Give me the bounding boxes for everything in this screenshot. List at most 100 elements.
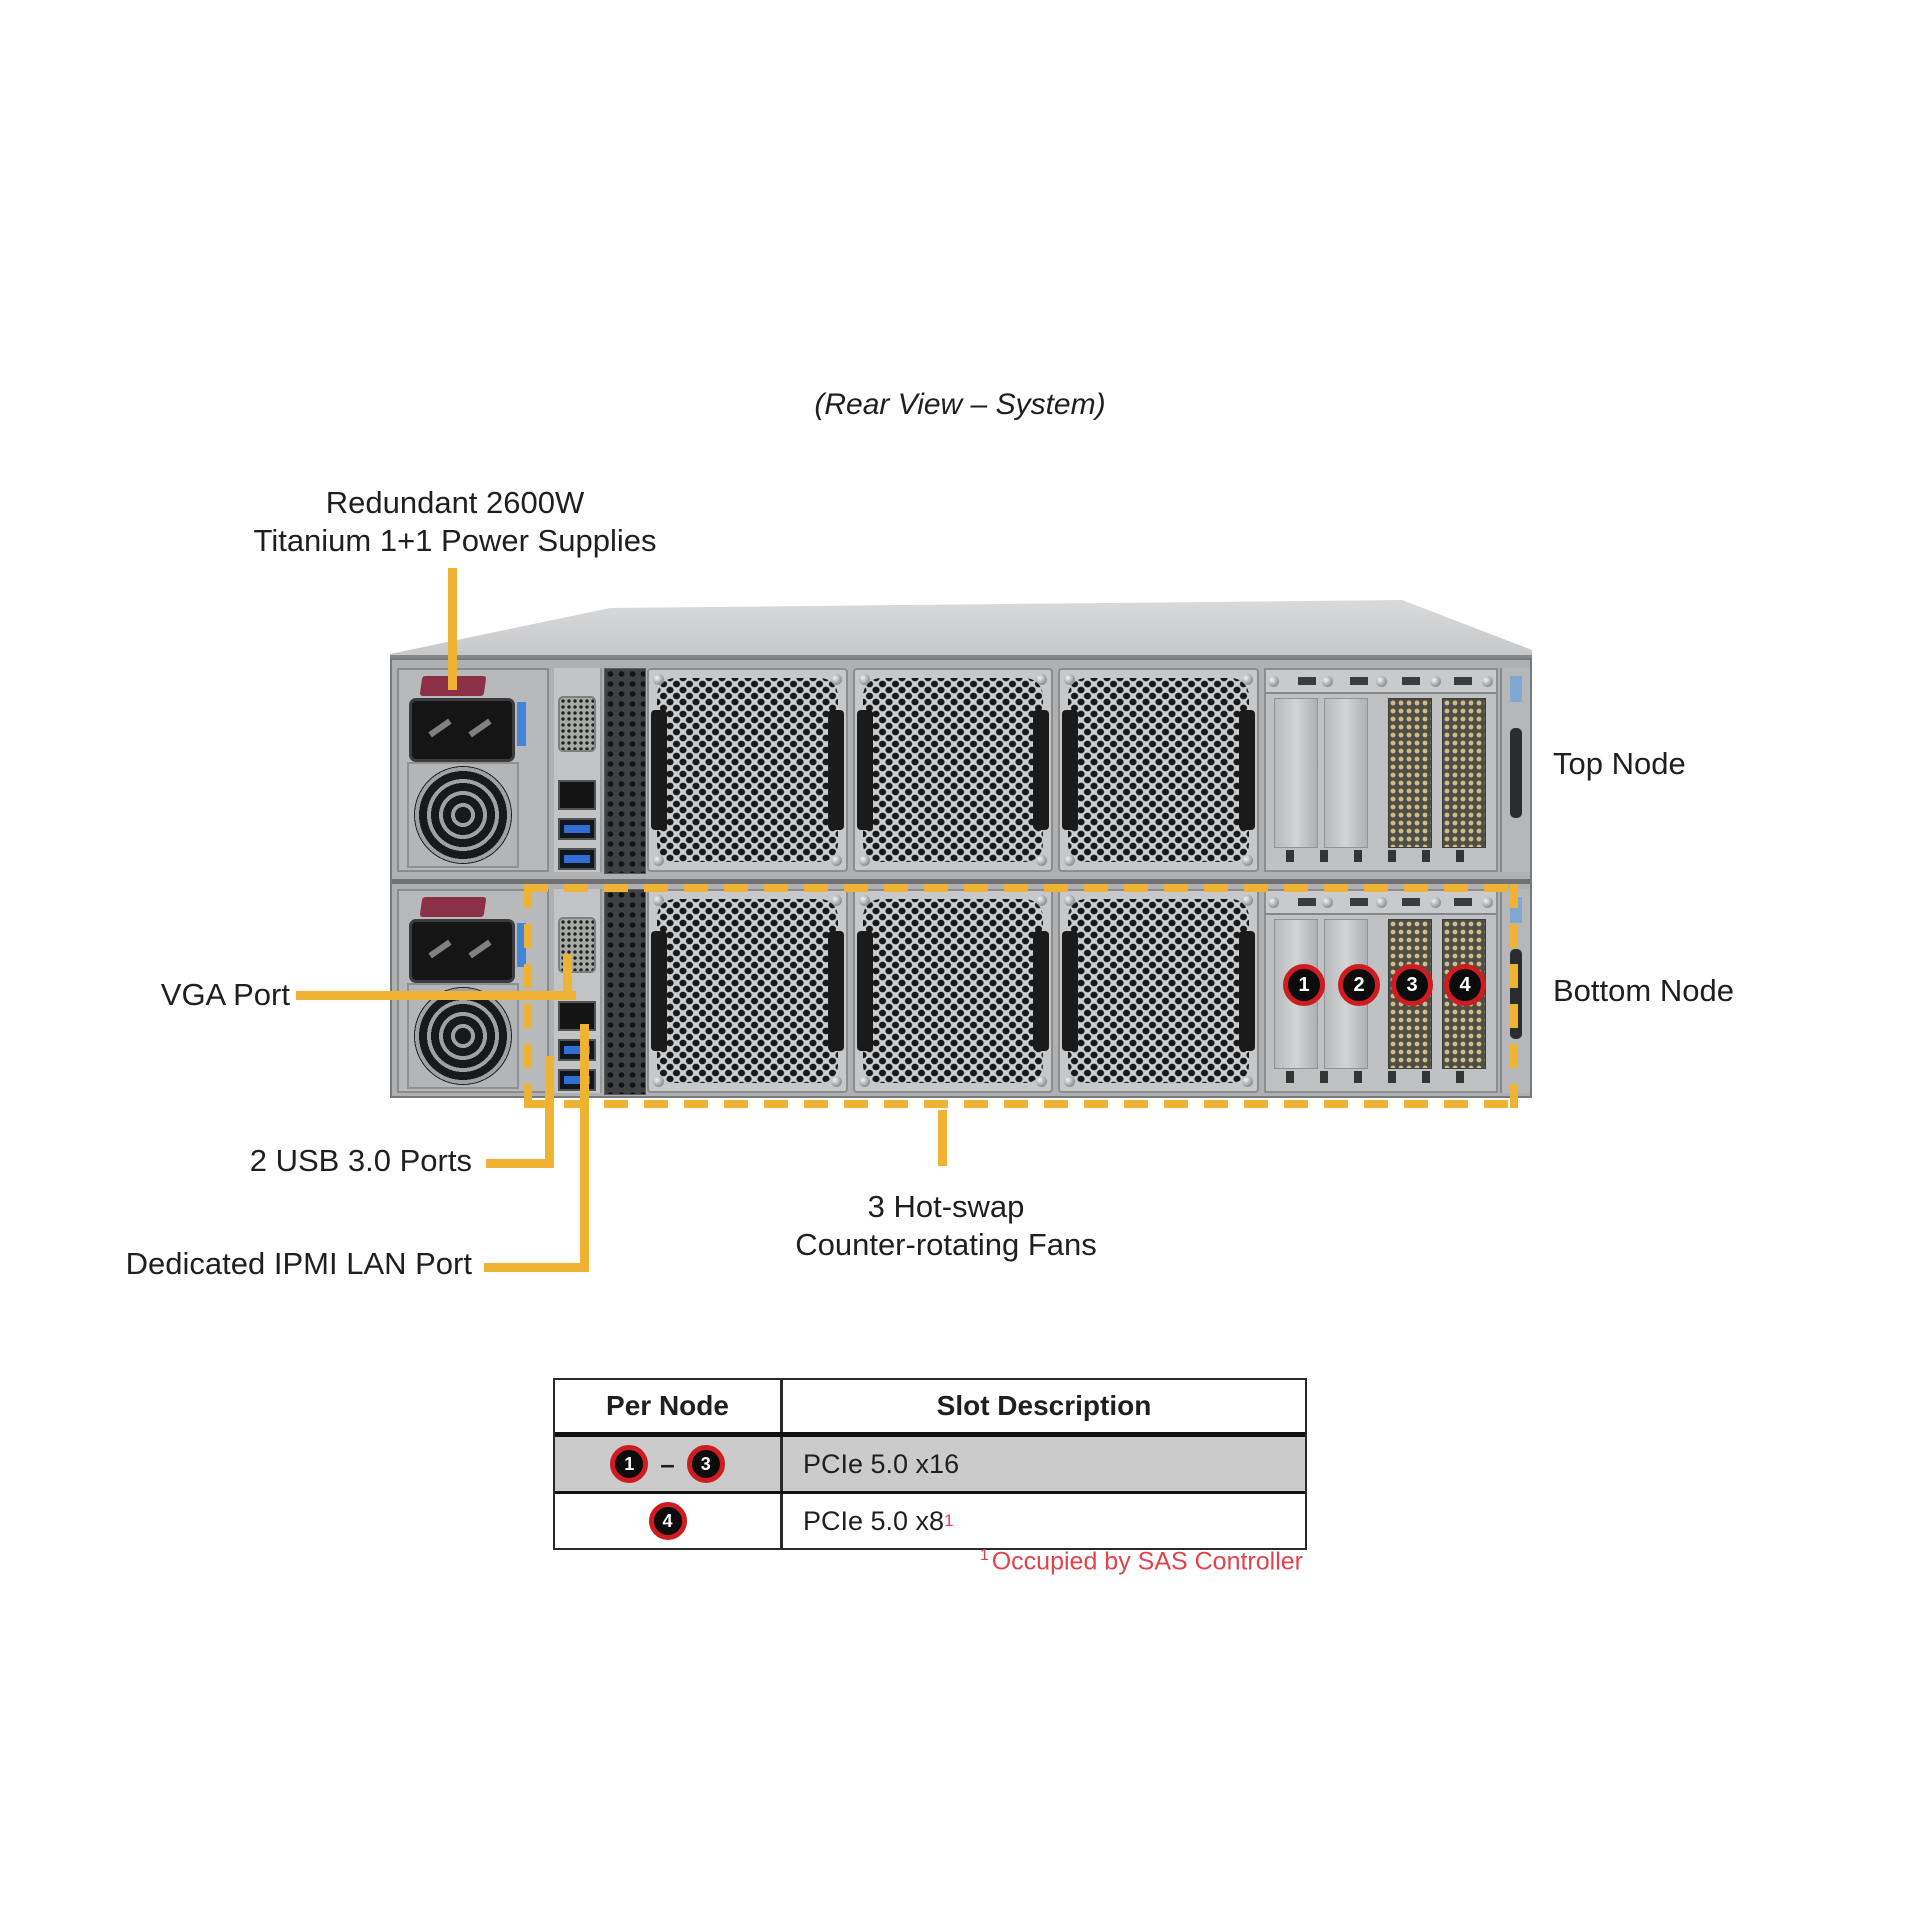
psu-callout-line1: Redundant 2600W [325, 485, 585, 520]
ipmi-lan-port [558, 1001, 596, 1031]
usb-port-2 [558, 1069, 596, 1091]
fan-module [1058, 668, 1260, 872]
bottom-node-outline-right [1510, 884, 1518, 1108]
slot-badge-1: 1 [610, 1445, 649, 1483]
chassis-lid [390, 600, 1532, 658]
fan-handle [1062, 931, 1079, 1051]
pcie-slot-cover-blank [1274, 698, 1318, 848]
ipmi-callout-line-h [484, 1263, 589, 1272]
slot-number-badge-2: 2 [1338, 964, 1380, 1006]
page-title: (Rear View – System) [814, 388, 1106, 421]
fan-handle [651, 710, 667, 830]
slot-number-badge-1: 1 [1283, 964, 1325, 1006]
bottom-node-label: Bottom Node [1553, 973, 1734, 1008]
slot-description-table: Per Node Slot Description 1 – 3 PCIe 5.0… [553, 1378, 1307, 1550]
fan-handle [1239, 710, 1256, 830]
psu-callout-line [448, 568, 457, 690]
table-cell-description: PCIe 5.0 x16 [803, 1448, 960, 1479]
rear-vent-strip [604, 668, 646, 874]
usb-callout-line-h [486, 1159, 554, 1168]
pcie-slot-cover-blank [1324, 698, 1368, 848]
psu-fan-grille [414, 766, 512, 864]
top-psu-module [397, 668, 549, 872]
rear-vent-strip [604, 889, 646, 1095]
fan-module [1058, 889, 1260, 1093]
fan-handle [856, 931, 873, 1051]
bottom-fan-bay [647, 889, 1260, 1093]
psu-fan-frame [407, 762, 519, 868]
chassis-lid-edge [390, 655, 1532, 659]
bottom-node-outline-top [524, 884, 1518, 892]
fan-module [647, 889, 848, 1093]
table-header-row: Per Node Slot Description [555, 1380, 1305, 1437]
ipmi-callout-line-v [580, 1024, 589, 1272]
fan-handle [856, 710, 873, 830]
usb-ports-label: 2 USB 3.0 Ports [249, 1143, 472, 1178]
fans-callout-line1: 3 Hot-swap [867, 1189, 1025, 1224]
fan-handle [827, 710, 844, 830]
psu-power-inlet [409, 919, 515, 983]
table-cell-slot-4: 4 [555, 1494, 783, 1548]
usb-port-2 [558, 848, 596, 870]
pcie-clamp-row [1272, 850, 1490, 862]
fan-mesh [1068, 899, 1250, 1083]
fan-mesh [1068, 678, 1250, 862]
top-io-panel [554, 668, 602, 872]
footnote-sup: 1 [979, 1547, 989, 1564]
table-header-slot-description: Slot Description [936, 1390, 1152, 1421]
fan-handle [1033, 931, 1050, 1051]
vga-callout-line-h [296, 991, 576, 1000]
fans-callout-line2: Counter-rotating Fans [795, 1227, 1097, 1262]
usb-callout-line-v [545, 1056, 554, 1168]
pcie-slot-cover-perforated [1388, 698, 1432, 848]
footnote-text: Occupied by SAS Controller [991, 1547, 1303, 1576]
ipmi-lan-label: Dedicated IPMI LAN Port [125, 1246, 472, 1281]
fan-mesh [657, 678, 838, 862]
top-pcie-area [1264, 668, 1498, 872]
fan-handle [827, 931, 844, 1051]
top-node [392, 664, 1530, 876]
psu-callout-line2: Titanium 1+1 Power Supplies [253, 523, 657, 558]
fan-handle [1033, 710, 1050, 830]
node-divider [392, 879, 1530, 884]
fan-handle [651, 931, 667, 1051]
bottom-node-outline-bottom [524, 1100, 1518, 1108]
vga-callout-line-v [563, 954, 572, 1000]
fan-module [852, 668, 1054, 872]
ipmi-lan-port [558, 780, 596, 810]
top-fan-bay [647, 668, 1260, 872]
fan-mesh [657, 899, 838, 1083]
table-header-per-node: Per Node [555, 1380, 783, 1432]
bottom-node: 1 2 3 4 [392, 885, 1530, 1097]
table-row: 1 – 3 PCIe 5.0 x16 [555, 1437, 1305, 1494]
slot-number-badge-3: 3 [1391, 964, 1433, 1006]
pcie-clamp-row [1272, 1071, 1490, 1083]
vga-port [558, 696, 596, 752]
chassis-rear-face: 1 2 3 4 [390, 658, 1532, 1098]
psu-blue-latch [517, 923, 526, 967]
psu-power-inlet [409, 698, 515, 762]
psu-release-clip [419, 897, 487, 917]
top-node-label: Top Node [1553, 746, 1686, 781]
fans-callout-line [938, 1110, 947, 1166]
fan-mesh [862, 678, 1044, 862]
psu-blue-latch [517, 702, 526, 746]
psu-fan-grille [414, 987, 512, 1085]
slot-badge-3: 3 [686, 1445, 725, 1483]
fan-module [852, 889, 1054, 1093]
slot-badge-4: 4 [648, 1502, 687, 1540]
fan-handle [1062, 710, 1079, 830]
vga-port-label: VGA Port [160, 977, 290, 1012]
fan-module [647, 668, 848, 872]
pcie-slot-cover-perforated [1442, 698, 1486, 848]
fans-callout-label: 3 Hot-swap Counter-rotating Fans [746, 1188, 1146, 1264]
pcie-bracket-rail [1266, 670, 1496, 694]
fan-handle [1239, 931, 1256, 1051]
usb-port-1 [558, 1039, 596, 1061]
psu-callout-label: Redundant 2600W Titanium 1+1 Power Suppl… [130, 484, 780, 560]
psu-fan-frame [407, 983, 519, 1089]
range-dash: – [660, 1448, 675, 1479]
